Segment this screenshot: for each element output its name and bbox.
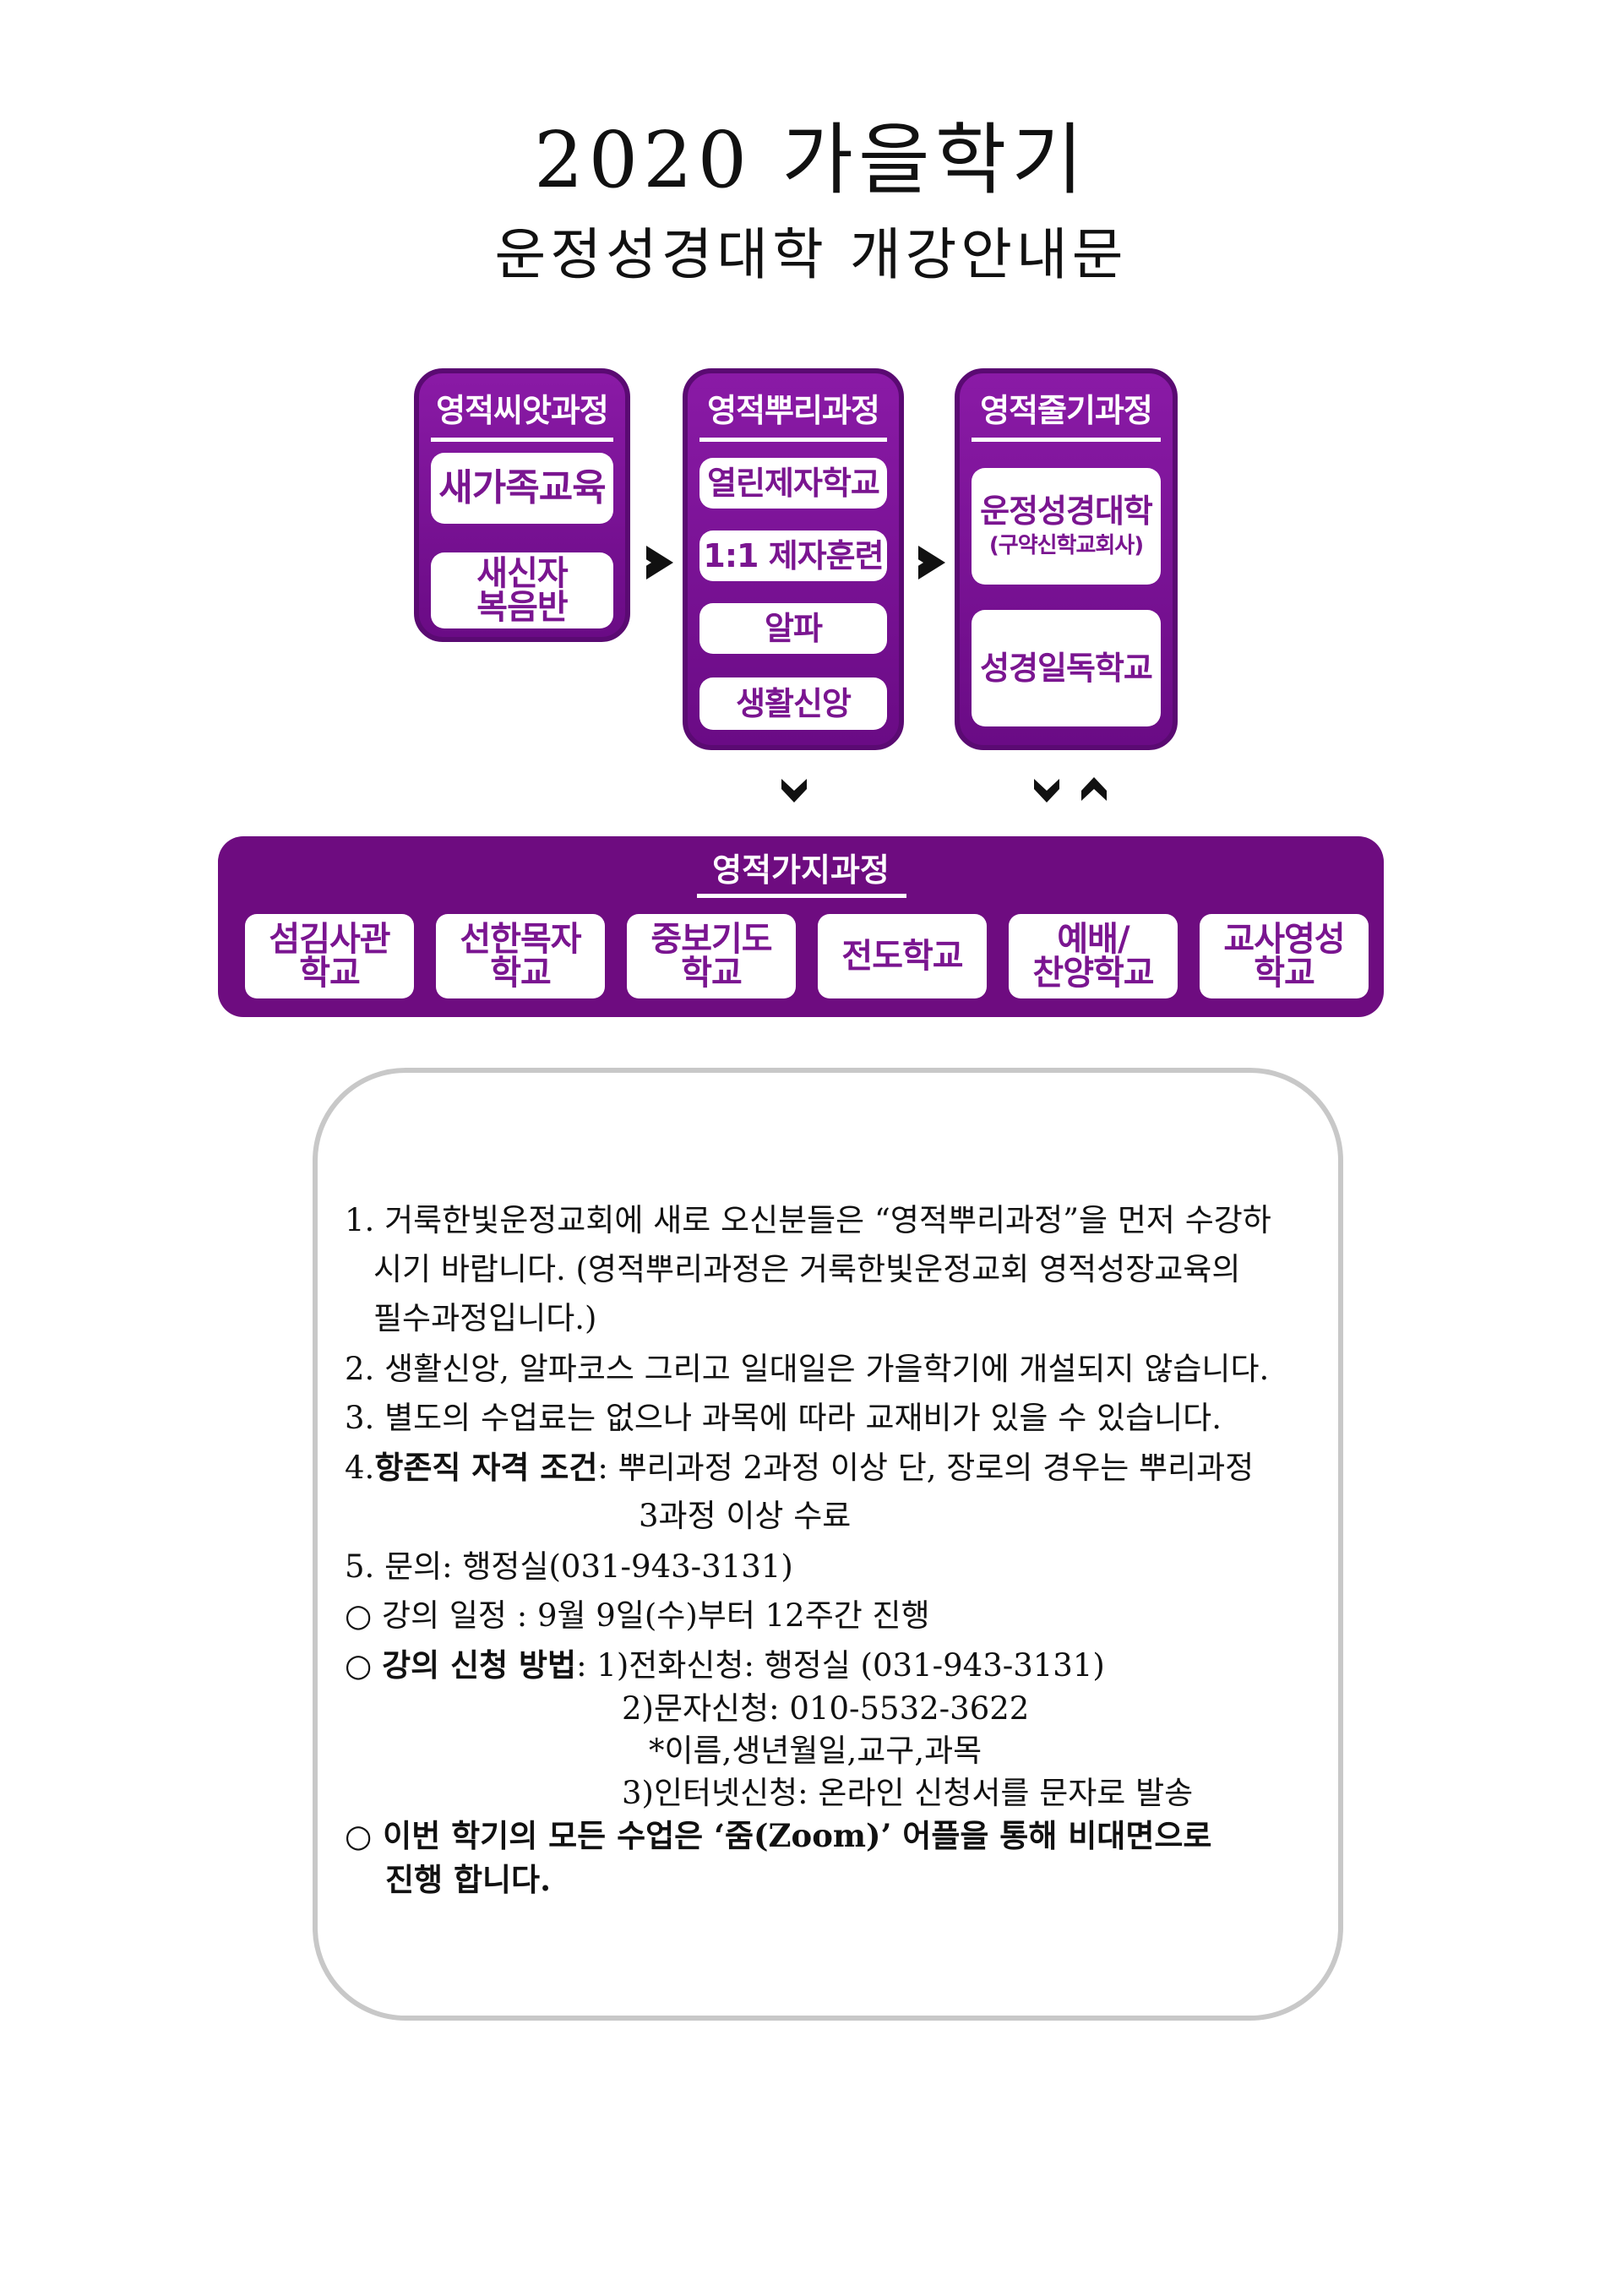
notice-apply-sms-note: *이름,생년월일,교구,과목 [649, 1733, 982, 1769]
box-worship-praise-school: 예배/ 찬양학교 [1009, 914, 1178, 998]
notice-apply-sms: 2)문자신청: 010-5532-3622 [622, 1690, 1030, 1727]
notice-item-1-line-2: 시기 바랍니다. (영적뿌리과정은 거룩한빛운정교회 영적성장교육의 [373, 1251, 1241, 1287]
box-new-believer-gospel: 새신자 복음반 [431, 552, 613, 628]
notice-item-5: 5. 문의: 행정실(031-943-3131) [345, 1548, 793, 1585]
notice-apply-phone: : 1)전화신청: 행정실 (031-943-3131) [576, 1647, 1105, 1684]
notice-item-4-number: 4. [345, 1450, 375, 1486]
chevron-up-icon [1081, 777, 1107, 801]
curriculum-flowchart: 영적씨앗과정 새가족교육 새신자 복음반 영적뿌리과정 열린제자학교 1:1 제… [0, 0, 1622, 1039]
box-bible-reading-school-label: 성경일독학교 [980, 650, 1153, 687]
panel-root-course: 영적뿌리과정 열린제자학교 1:1 제자훈련 알파 생활신앙 [683, 368, 904, 750]
box-unjeong-bible-college-label: 운정성경대학 [980, 492, 1153, 530]
box-service-officer-school: 섬김사관 학교 [245, 914, 414, 998]
notice-apply-internet: 3)인터넷신청: 온라인 신청서를 문자로 발송 [622, 1775, 1194, 1811]
arrow-right-icon [638, 546, 673, 579]
box-teacher-spirituality-school: 교사영성 학교 [1200, 914, 1369, 998]
panel-stem-course: 영적줄기과정 운정성경대학 (구약신학교회사) 성경일독학교 [955, 368, 1178, 750]
box-good-shepherd-school: 선한목자 학교 [436, 914, 605, 998]
panel-branch-title: 영적가지과정 [712, 851, 890, 889]
notice-apply-line-1: ○ 강의 신청 방법: 1)전화신청: 행정실 (031-943-3131) [345, 1644, 1105, 1687]
chevron-down-icon [781, 779, 807, 803]
notice-item-3: 3. 별도의 수업료는 없으나 과목에 따라 교재비가 있을 수 있습니다. [345, 1400, 1222, 1436]
notice-apply-label: 강의 신청 방법 [382, 1646, 577, 1684]
box-alpha: 알파 [699, 603, 887, 654]
notice-schedule: ○ 강의 일정 : 9월 9일(수)부터 12주간 진행 [345, 1597, 930, 1634]
page-title-term: 2020 가을학기 [534, 115, 1088, 205]
notice-item-4-label: 항존직 자격 조건 [374, 1449, 598, 1486]
notice-zoom-line-2: 진행 합니다. [385, 1861, 551, 1898]
notice-item-4-text: : 뿌리과정 2과정 이상 단, 장로의 경우는 뿌리과정 [597, 1450, 1255, 1486]
panel-stem-divider [972, 438, 1161, 442]
arrow-right-icon [910, 546, 945, 579]
notice-item-1-line-3: 필수과정입니다.) [373, 1300, 597, 1336]
panel-seed-course: 영적씨앗과정 새가족교육 새신자 복음반 [414, 368, 630, 642]
notice-item-4-line-1: 4.항존직 자격 조건: 뿌리과정 2과정 이상 단, 장로의 경우는 뿌리과정 [345, 1446, 1254, 1489]
notice-box: 1. 거룩한빛운정교회에 새로 오신분들은 “영적뿌리과정”을 먼저 수강하 시… [313, 1068, 1343, 2021]
panel-seed-divider [431, 438, 613, 442]
panel-seed-title: 영적씨앗과정 [436, 392, 609, 429]
notice-item-4-line-2: 3과정 이상 수료 [639, 1498, 852, 1534]
panel-root-title: 영적뿌리과정 [707, 392, 880, 429]
notice-item-2: 2. 생활신앙, 알파코스 그리고 일대일은 가을학기에 개설되지 않습니다. [345, 1351, 1270, 1387]
panel-branch-course: 영적가지과정 섬김사관 학교 선한목자 학교 중보기도 학교 전도학교 예배/ … [218, 836, 1384, 1017]
box-unjeong-bible-college-sub: (구약신학교회사) [988, 533, 1144, 558]
box-intercession-school: 중보기도 학교 [627, 914, 796, 998]
box-life-faith: 생활신앙 [699, 677, 887, 730]
box-unjeong-bible-college: 운정성경대학 (구약신학교회사) [972, 468, 1161, 585]
box-new-family-education: 새가족교육 [431, 453, 613, 524]
box-one-on-one-discipleship: 1:1 제자훈련 [699, 530, 887, 581]
chevron-down-icon [1034, 779, 1059, 803]
panel-root-divider [699, 438, 887, 442]
page-title-notice: 운정성경대학 개강안내문 [494, 222, 1128, 287]
notice-zoom-line-1: ○ 이번 학기의 모든 수업은 ‘줌(Zoom)’ 어플을 통해 비대면으로 [345, 1817, 1212, 1854]
box-open-disciple-school: 열린제자학교 [699, 458, 887, 509]
panel-stem-title: 영적줄기과정 [980, 392, 1153, 429]
panel-branch-divider [697, 894, 906, 898]
notice-apply-bullet: ○ [345, 1647, 373, 1684]
notice-item-1-line-1: 1. 거룩한빛운정교회에 새로 오신분들은 “영적뿌리과정”을 먼저 수강하 [345, 1202, 1271, 1238]
box-bible-reading-school: 성경일독학교 [972, 610, 1161, 726]
box-evangelism-school: 전도학교 [818, 914, 987, 998]
